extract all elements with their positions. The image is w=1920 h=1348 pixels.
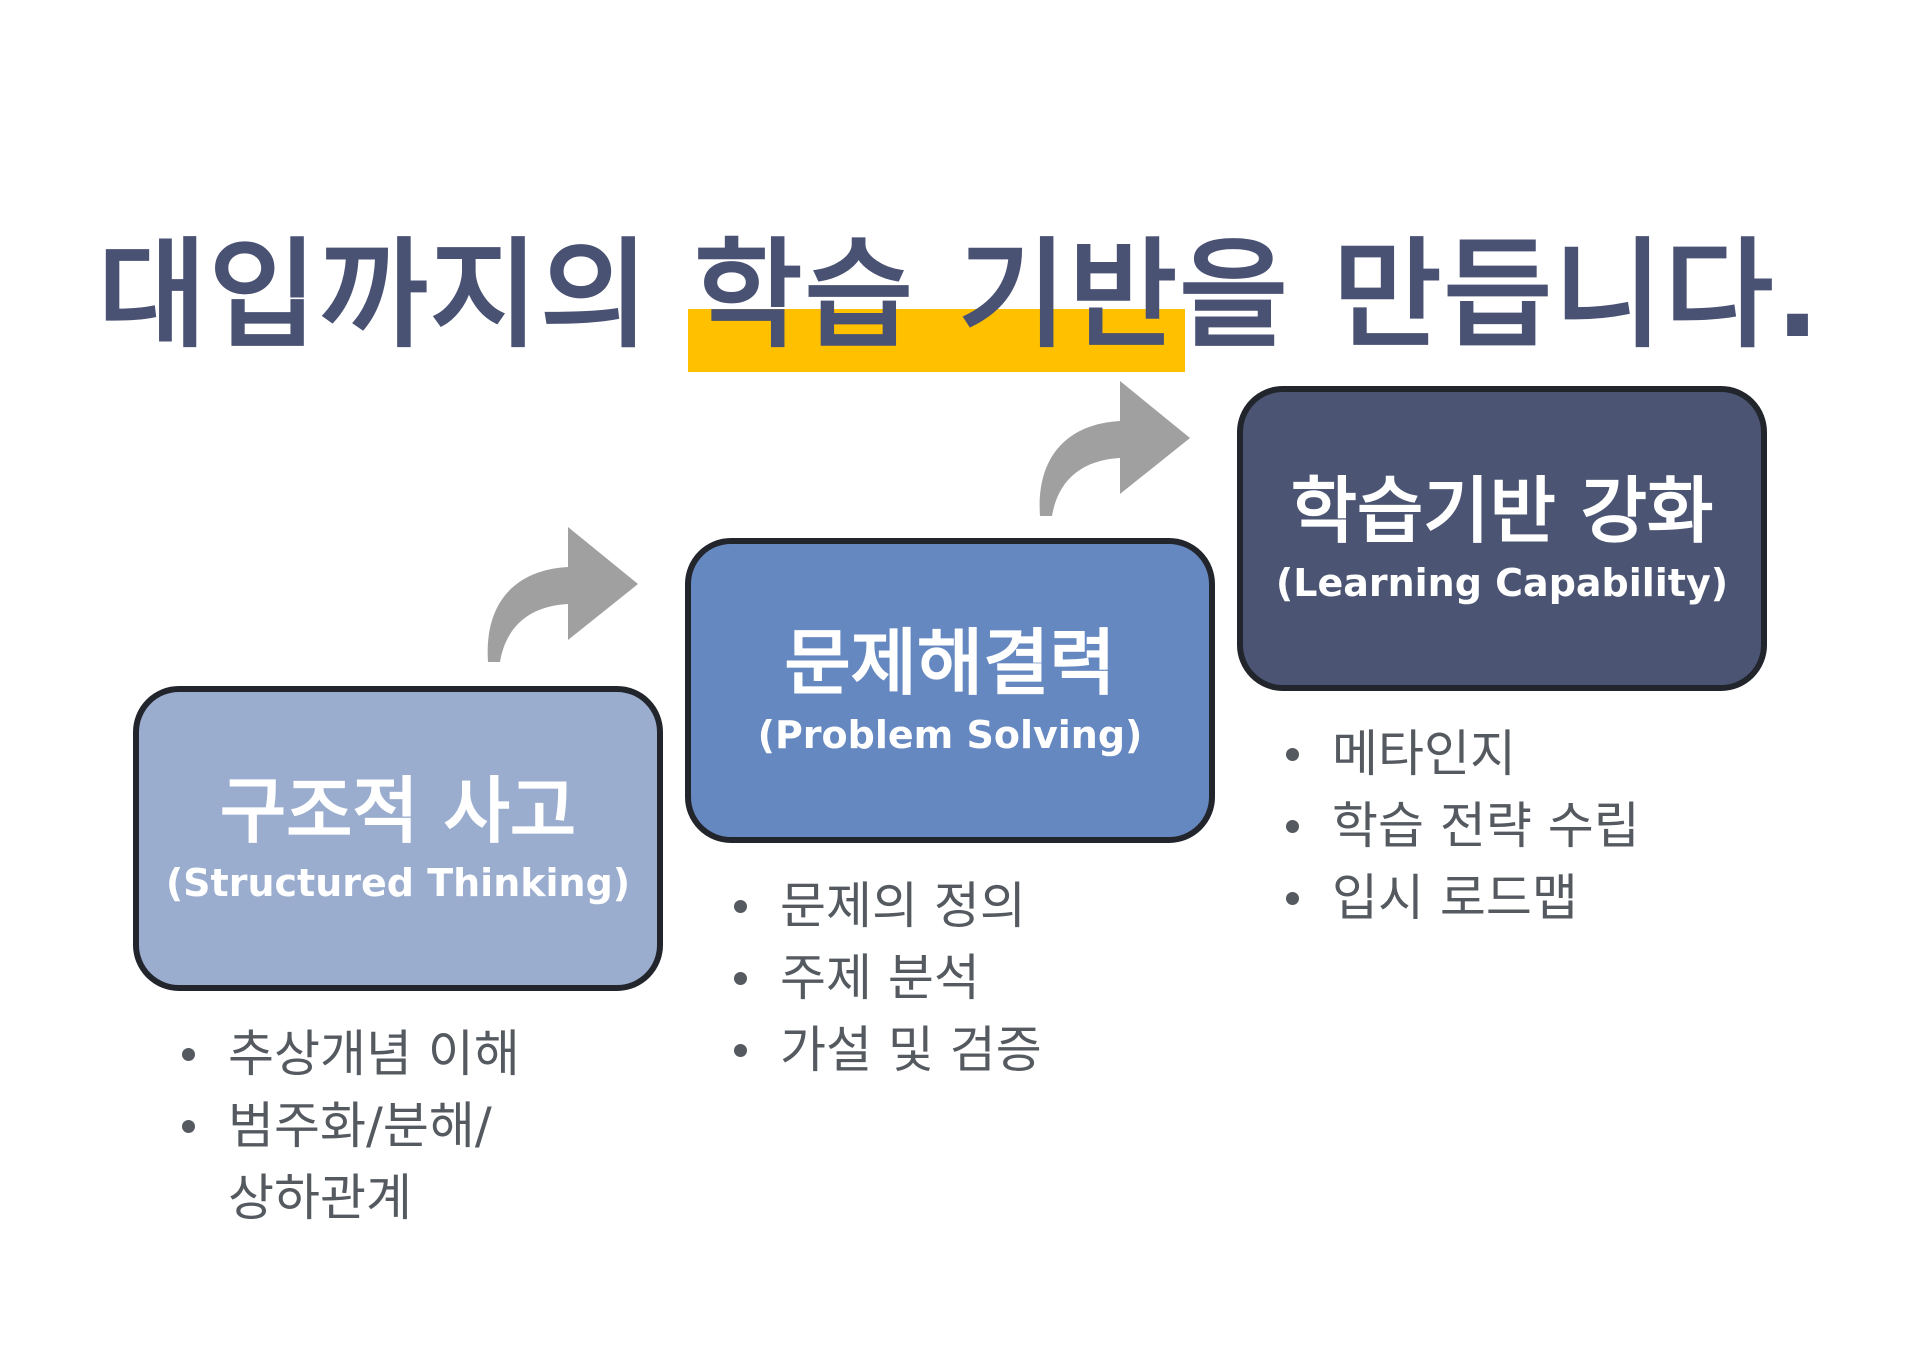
- bullet-item: 메타인지: [1274, 718, 1734, 790]
- bullet-list-problem-solving: 문제의 정의 주제 분석 가설 및 검증: [722, 870, 1182, 1086]
- title-suffix: 을 만듭니다.: [1179, 226, 1822, 365]
- bullet-item: 문제의 정의: [722, 870, 1182, 942]
- page-title: 대입까지의 학습 기반을 만듭니다.: [0, 199, 1920, 370]
- stage-box-learning-capability: 학습기반 강화 (Learning Capability): [1237, 386, 1767, 691]
- bullet-item: 추상개념 이해: [170, 1018, 590, 1090]
- bullet-list-structured-thinking: 추상개념 이해 범주화/분해/ 상하관계: [170, 1018, 590, 1234]
- stage-subtitle: (Problem Solving): [757, 713, 1143, 758]
- bullet-item: 입시 로드맵: [1274, 862, 1734, 934]
- stage-subtitle: (Structured Thinking): [165, 861, 631, 906]
- bullet-list-learning-capability: 메타인지 학습 전략 수립 입시 로드맵: [1274, 718, 1734, 934]
- stage-box-structured-thinking: 구조적 사고 (Structured Thinking): [133, 686, 663, 991]
- stage-subtitle: (Learning Capability): [1275, 561, 1729, 606]
- stage-title: 학습기반 강화: [1290, 468, 1714, 553]
- stage-title: 구조적 사고: [219, 768, 577, 853]
- curved-arrow-right-icon: [487, 527, 638, 662]
- stage-title: 문제해결력: [784, 620, 1116, 705]
- bullet-item: 주제 분석: [722, 942, 1182, 1014]
- title-prefix: 대입까지의: [98, 226, 694, 365]
- bullet-item: 학습 전략 수립: [1274, 790, 1734, 862]
- bullet-item: 가설 및 검증: [722, 1014, 1182, 1086]
- stage-box-problem-solving: 문제해결력 (Problem Solving): [685, 538, 1215, 843]
- bullet-item: 범주화/분해/ 상하관계: [170, 1090, 590, 1234]
- title-highlight: 학습 기반: [693, 226, 1180, 365]
- curved-arrow-right-icon: [1039, 381, 1190, 516]
